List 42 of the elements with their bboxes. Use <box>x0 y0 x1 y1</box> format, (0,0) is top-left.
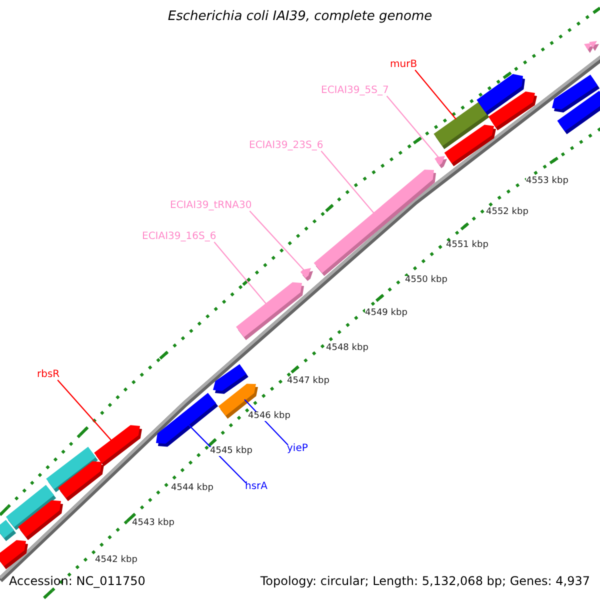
gene-block <box>557 90 600 134</box>
leader-line <box>249 210 304 270</box>
title: Escherichia coli IAI39, complete genome <box>166 10 434 23</box>
gene-label: rbsR <box>37 370 60 380</box>
gene-label: hsrA <box>245 482 268 492</box>
gene-label: ECIAI39_tRNA30 <box>170 201 252 211</box>
summary-label: Topology: circular; Length: 5,132,068 bp; Genes: 4,937 <box>260 575 590 587</box>
leader-line <box>320 150 375 214</box>
gene-feature <box>444 124 496 166</box>
gene-label: ECIAI39_5S_7 <box>321 86 389 96</box>
gene-label: yieP <box>287 444 308 454</box>
scale-label: 4544 kbp <box>171 484 214 493</box>
gene-feature <box>300 268 313 281</box>
gene-feature <box>156 392 218 447</box>
scale-label: 4553 kbp <box>526 177 568 186</box>
scale-label: 4546 kbp <box>248 412 290 421</box>
scale-label: 4549 kbp <box>365 309 408 318</box>
gene-feature <box>18 500 63 540</box>
gene-feature <box>434 156 447 168</box>
scale-label: 4543 kbp <box>132 519 174 528</box>
leader-line <box>386 96 439 158</box>
gene-label: murB <box>390 60 418 70</box>
scale-label: 4542 kbp <box>95 556 138 565</box>
scale-label: 4550 kbp <box>405 276 448 285</box>
gene-feature <box>58 461 104 502</box>
scale-label: 4552 kbp <box>486 208 528 217</box>
gene-feature <box>94 425 142 466</box>
gene-feature <box>589 41 599 51</box>
leader-line <box>214 242 267 304</box>
scale-label: 4548 kbp <box>326 344 368 353</box>
gene-feature <box>0 540 28 570</box>
gene-feature <box>236 282 304 340</box>
scale-label: 4545 kbp <box>210 447 252 456</box>
gene-feature <box>314 170 436 276</box>
scale-label: 4551 kbp <box>446 241 488 250</box>
scale-label: 4547 kbp <box>287 377 330 386</box>
gene-label: ECIAI39_23S_6 <box>249 141 324 151</box>
leader-line <box>414 70 456 120</box>
gene-feature <box>488 92 537 130</box>
gene-label: ECIAI39_16S_6 <box>142 232 216 242</box>
accession-label: Accession: NC_011750 <box>9 575 146 587</box>
leader-line <box>57 380 112 442</box>
